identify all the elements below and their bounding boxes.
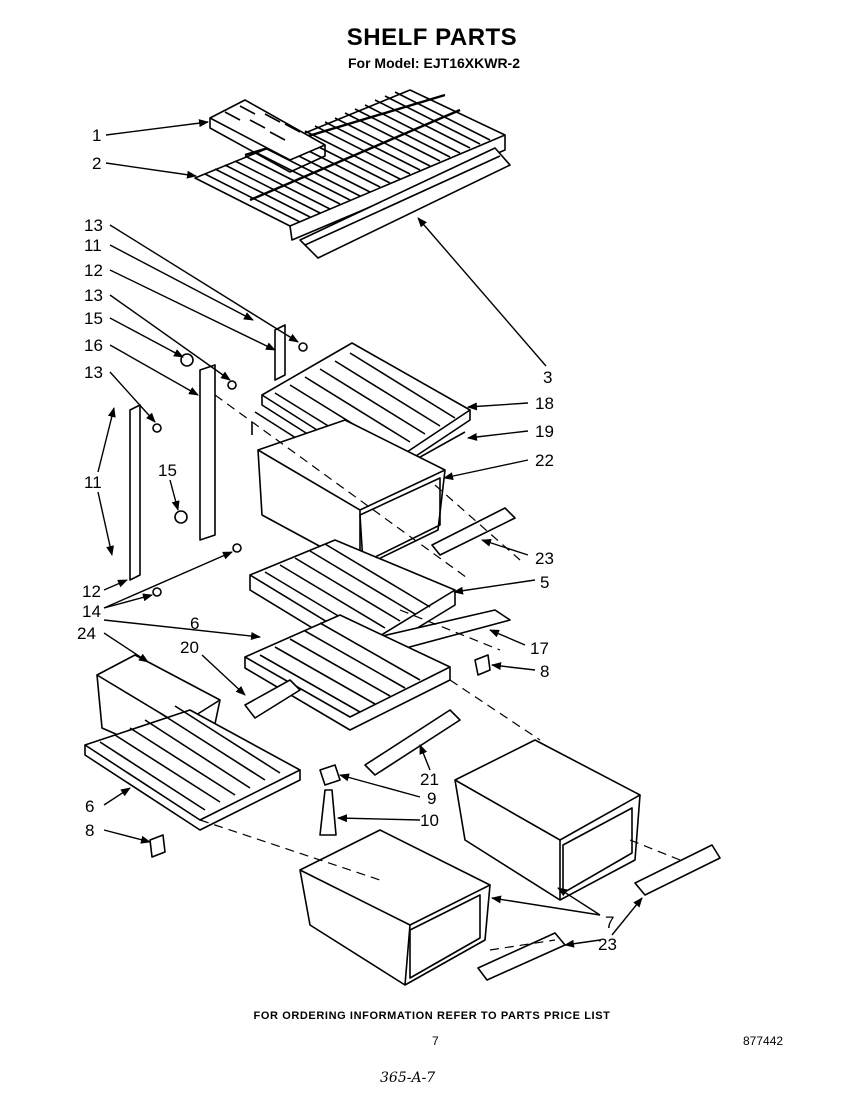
left-crisper-drawer-part bbox=[299, 829, 491, 986]
leader-11b-down bbox=[97, 491, 114, 556]
callout-11b: 11 bbox=[84, 473, 102, 492]
handwritten-note: 365-A-7 bbox=[380, 1070, 436, 1086]
leader-19 bbox=[467, 430, 529, 441]
callout-23a: 23 bbox=[535, 549, 554, 568]
callout-6a: 6 bbox=[190, 614, 199, 633]
small-hardware-parts bbox=[149, 342, 491, 858]
leader-11a bbox=[109, 244, 254, 321]
callout-20: 20 bbox=[180, 638, 199, 657]
callout-leader-lines bbox=[97, 119, 643, 948]
model-label: For Model: bbox=[347, 55, 420, 71]
leader-2 bbox=[105, 162, 197, 179]
leader-8b bbox=[103, 829, 151, 844]
callout-1: 1 bbox=[92, 126, 101, 145]
leader-18 bbox=[467, 402, 529, 411]
leader-23b-left bbox=[564, 939, 601, 948]
callout-15b: 15 bbox=[158, 461, 177, 480]
leader-24 bbox=[103, 632, 149, 663]
leader-12a bbox=[109, 269, 276, 351]
leader-10 bbox=[337, 814, 421, 823]
leader-8a bbox=[491, 662, 536, 671]
model-line: For Model:EJT16XKWR-2 bbox=[0, 55, 864, 71]
callout-16: 16 bbox=[84, 336, 103, 355]
leader-1 bbox=[105, 119, 209, 136]
leader-12b bbox=[103, 579, 128, 591]
leader-15b bbox=[169, 479, 180, 511]
callout-11a: 11 bbox=[84, 236, 102, 255]
leader-5 bbox=[453, 579, 536, 595]
callout-17: 17 bbox=[530, 639, 549, 658]
document-number: 877442 bbox=[743, 1034, 784, 1048]
callout-7: 7 bbox=[605, 913, 614, 932]
model-number: EJT16XKWR-2 bbox=[423, 55, 520, 71]
ice-cube-tray-part bbox=[209, 99, 326, 173]
leader-23b-right bbox=[611, 897, 643, 936]
leader-16 bbox=[109, 344, 199, 396]
leader-14b bbox=[103, 551, 233, 609]
callout-19: 19 bbox=[535, 422, 554, 441]
ordering-note: FOR ORDERING INFORMATION REFER TO PARTS … bbox=[253, 1010, 611, 1022]
callout-23b: 23 bbox=[598, 935, 617, 954]
leader-13a bbox=[109, 224, 299, 343]
callout-21: 21 bbox=[420, 770, 439, 789]
callout-6b: 6 bbox=[85, 797, 94, 816]
leader-17 bbox=[489, 629, 526, 646]
callout-12a: 12 bbox=[84, 261, 103, 280]
leader-21 bbox=[419, 744, 431, 771]
callout-9: 9 bbox=[427, 789, 436, 808]
callout-8a: 8 bbox=[540, 662, 549, 681]
leader-11b-up bbox=[97, 407, 116, 473]
leader-20 bbox=[201, 654, 246, 696]
callout-15a: 15 bbox=[84, 309, 103, 328]
callout-14: 14 bbox=[82, 602, 101, 621]
page-number: 7 bbox=[432, 1034, 439, 1048]
callout-10: 10 bbox=[420, 811, 439, 830]
leader-13c bbox=[109, 371, 156, 423]
callout-labels: 1 2 3 13 11 12 13 15 16 13 11 15 12 14 6… bbox=[77, 126, 617, 954]
lower-center-shelf-part bbox=[244, 614, 461, 776]
leader-6b bbox=[103, 787, 131, 806]
leader-9 bbox=[339, 773, 421, 798]
callout-22: 22 bbox=[535, 451, 554, 470]
callout-13c: 13 bbox=[84, 363, 103, 382]
leader-22 bbox=[443, 459, 529, 481]
leader-7b bbox=[557, 887, 601, 916]
leader-15a bbox=[109, 317, 184, 358]
callout-2: 2 bbox=[92, 154, 101, 173]
callout-12b: 12 bbox=[82, 582, 101, 601]
leader-6a bbox=[103, 619, 261, 641]
callout-8b: 8 bbox=[85, 821, 94, 840]
callout-3: 3 bbox=[543, 368, 552, 387]
callout-13b: 13 bbox=[84, 286, 103, 305]
page-title: SHELF PARTS bbox=[346, 24, 518, 51]
lower-left-shelf-part bbox=[84, 705, 301, 831]
upper-shelf-assembly-part bbox=[251, 342, 471, 569]
leader-13b bbox=[109, 294, 231, 381]
leader-23a bbox=[481, 538, 529, 556]
callout-13a: 13 bbox=[84, 216, 103, 235]
leader-7a bbox=[491, 895, 601, 916]
right-crisper-drawer-part bbox=[454, 739, 641, 901]
leader-14a bbox=[103, 593, 153, 609]
shelf-ladder-rails bbox=[129, 324, 286, 581]
drawer-trim-parts bbox=[431, 507, 721, 981]
callout-5: 5 bbox=[540, 573, 549, 592]
leader-3 bbox=[417, 217, 547, 367]
top-wire-shelf-part bbox=[194, 89, 511, 259]
callout-24: 24 bbox=[77, 624, 96, 643]
callout-18: 18 bbox=[535, 394, 554, 413]
